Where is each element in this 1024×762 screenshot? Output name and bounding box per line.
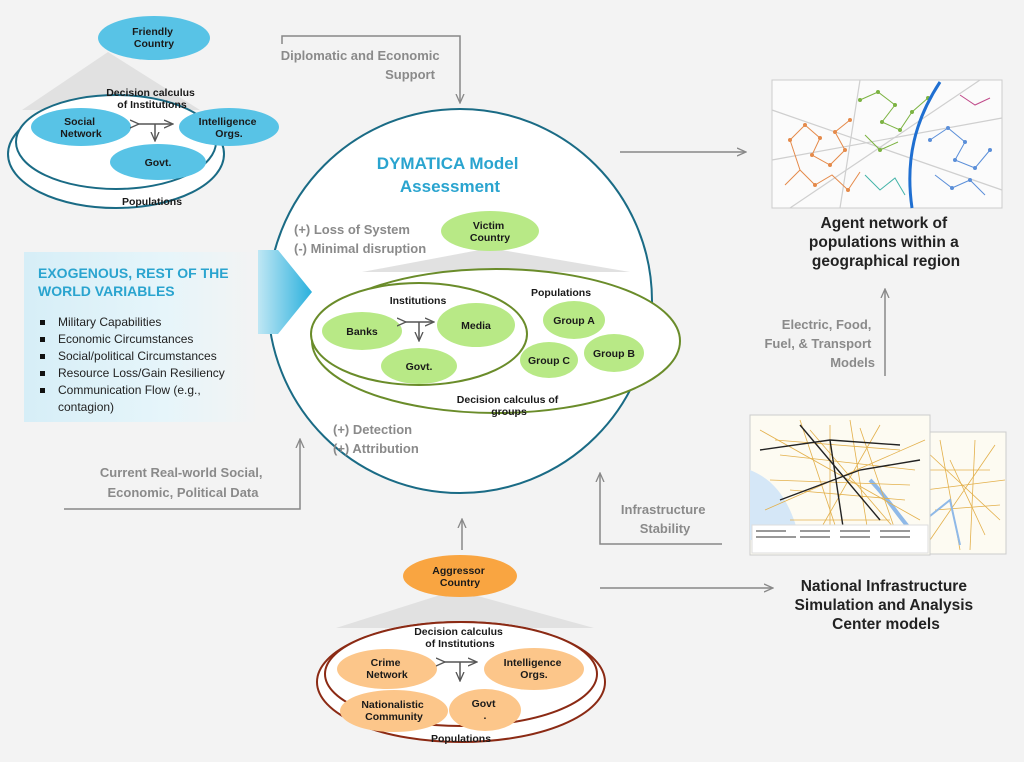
aggressor-funnel bbox=[336, 590, 594, 628]
victim-group-b-label: Group B bbox=[593, 348, 635, 360]
victim-group-a-node bbox=[543, 301, 605, 339]
nisac-caption: National Infrastructure Simulation and A… bbox=[795, 578, 978, 633]
loss-of-system-label: (+) Loss of System (-) Minimal disruptio… bbox=[294, 222, 426, 256]
victim-funnel bbox=[362, 248, 630, 272]
victim-group-c-label: Group C bbox=[528, 355, 570, 367]
victim-banks-node bbox=[322, 312, 402, 350]
exogenous-item: Social/political Circumstances bbox=[38, 348, 258, 365]
exogenous-arrow bbox=[258, 250, 312, 334]
victim-decision-calculus: Decision calculus of groups bbox=[457, 394, 561, 418]
aggressor-govt-label: Govt . bbox=[472, 698, 499, 722]
victim-tri-arrow-icon bbox=[405, 322, 433, 340]
aggressor-decision-calculus: Decision calculus of Institutions bbox=[414, 626, 506, 650]
exogenous-item: Military Capabilities bbox=[38, 314, 258, 331]
aggressor-nationalistic-node bbox=[340, 690, 448, 732]
victim-populations-label: Populations bbox=[531, 287, 591, 299]
exogenous-list: Military Capabilities Economic Circumsta… bbox=[38, 314, 258, 416]
aggressor-country-oval bbox=[403, 555, 517, 597]
nisac-map-front bbox=[749, 414, 931, 556]
friendly-funnel bbox=[22, 52, 200, 110]
aggressor-crime-network-label: Crime Network bbox=[366, 657, 408, 681]
infrastructure-stability-label: Infrastructure Stability bbox=[621, 502, 709, 536]
aggressor-country-label: Aggressor Country bbox=[432, 565, 487, 589]
victim-country-oval bbox=[441, 211, 539, 251]
friendly-intelligence-label: Intelligence Orgs. bbox=[199, 116, 260, 140]
friendly-tri-arrow-icon bbox=[138, 124, 172, 140]
friendly-intelligence-node bbox=[179, 108, 279, 146]
victim-group-a-label: Group A bbox=[553, 315, 595, 327]
transport-models-label: Electric, Food, Fuel, & Transport Models bbox=[764, 317, 875, 370]
friendly-country-label: Friendly Country bbox=[132, 26, 176, 50]
aggressor-nationalistic-label: Nationalistic Community bbox=[361, 699, 426, 723]
victim-media-node bbox=[437, 303, 515, 347]
friendly-country-group: Friendly Country Decision calculus of In… bbox=[7, 16, 279, 209]
nisac-map-back bbox=[919, 431, 1007, 555]
victim-banks-label: Banks bbox=[346, 326, 378, 338]
friendly-social-network-label: Social Network bbox=[60, 116, 102, 140]
victim-media-label: Media bbox=[461, 320, 491, 332]
diplomatic-arrow bbox=[281, 35, 460, 102]
friendly-decision-calculus: Decision calculus of Institutions bbox=[106, 87, 198, 111]
current-data-label: Current Real-world Social, Economic, Pol… bbox=[100, 465, 266, 500]
exogenous-title: EXOGENOUS, REST OF THE WORLD VARIABLES bbox=[38, 265, 229, 299]
friendly-social-network-node bbox=[31, 108, 131, 146]
agent-network-map bbox=[771, 79, 1003, 209]
aggressor-intelligence-node bbox=[484, 648, 584, 690]
aggressor-govt-node bbox=[449, 689, 521, 731]
dymatica-title: DYMATICA Model Assessment bbox=[377, 154, 523, 196]
victim-country-group: Victim Country Institutions Populations … bbox=[310, 211, 681, 418]
friendly-country-oval bbox=[98, 16, 210, 60]
aggressor-intelligence-label: Intelligence Orgs. bbox=[504, 657, 565, 681]
friendly-populations-label: Populations bbox=[122, 196, 182, 208]
victim-govt-label: Govt. bbox=[406, 361, 433, 373]
aggressor-populations-label: Populations bbox=[431, 733, 491, 745]
exogenous-panel: EXOGENOUS, REST OF THE WORLD VARIABLES M… bbox=[24, 252, 258, 422]
exogenous-item: Communication Flow (e.g., contagion) bbox=[38, 382, 258, 416]
friendly-govt-label: Govt. bbox=[145, 157, 172, 169]
diplomatic-support-label: Diplomatic and Economic Support bbox=[281, 48, 444, 82]
infrastructure-arrow bbox=[600, 474, 722, 545]
exogenous-item: Economic Circumstances bbox=[38, 331, 258, 348]
victim-group-b-node bbox=[584, 334, 644, 372]
agent-network-caption: Agent network of populations within a ge… bbox=[809, 215, 963, 270]
detection-attribution-label: (+) Detection (+) Attribution bbox=[333, 422, 419, 456]
current-data-arrow bbox=[64, 440, 300, 510]
victim-institutions-label: Institutions bbox=[390, 295, 447, 307]
aggressor-country-group: Aggressor Country Decision calculus of I… bbox=[316, 555, 606, 745]
aggressor-tri-arrow-icon bbox=[444, 662, 476, 680]
aggressor-crime-network-node bbox=[337, 649, 437, 689]
victim-country-label: Victim Country bbox=[470, 220, 510, 244]
friendly-govt-node bbox=[110, 144, 206, 180]
exogenous-item: Resource Loss/Gain Resiliency bbox=[38, 365, 258, 382]
victim-group-c-node bbox=[520, 342, 578, 378]
victim-govt-node bbox=[381, 348, 457, 384]
